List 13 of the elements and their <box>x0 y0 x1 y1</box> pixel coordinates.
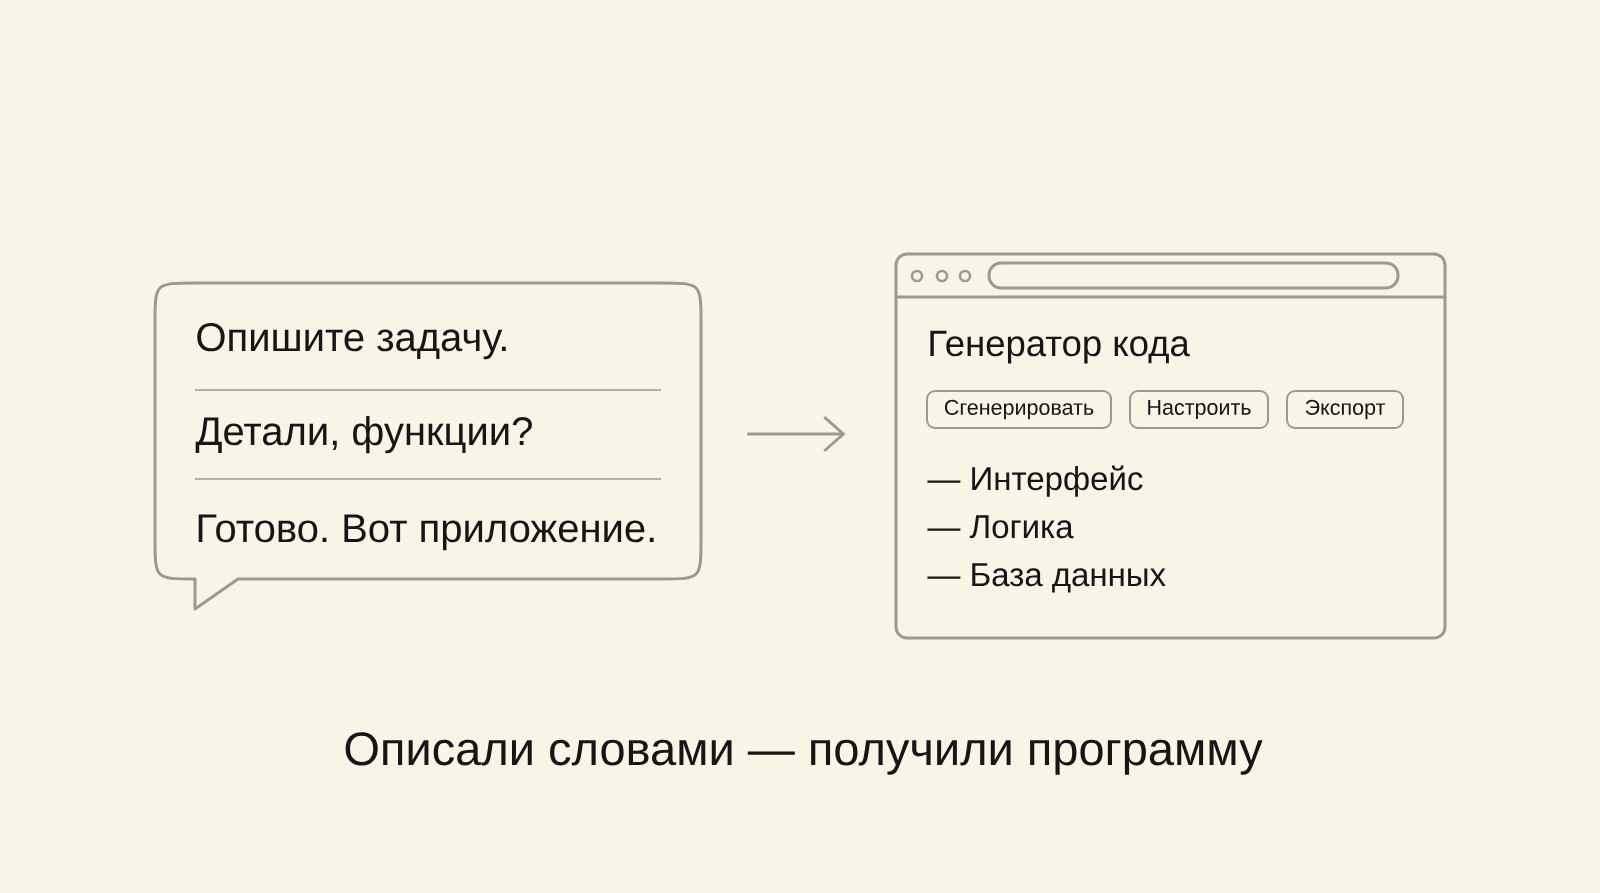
address-bar <box>987 261 1400 290</box>
app-title: Генератор кода <box>930 330 1190 364</box>
action-button: Экспорт <box>1286 390 1404 429</box>
arrow <box>746 415 846 453</box>
message-text: Готово. Вот приложение. <box>198 514 654 551</box>
message-text: Детали, функции? <box>195 416 532 454</box>
list-item: — База данных <box>927 563 1166 593</box>
list-item: — Интерфейс <box>927 465 1143 497</box>
list-item: — Логика <box>927 515 1074 539</box>
message-text: Опишите задачу. <box>197 323 506 360</box>
action-button: Настроить <box>1129 390 1269 429</box>
caption: Описали словами — получили программу <box>345 732 1263 775</box>
action-button: Сгенерировать <box>926 390 1112 429</box>
